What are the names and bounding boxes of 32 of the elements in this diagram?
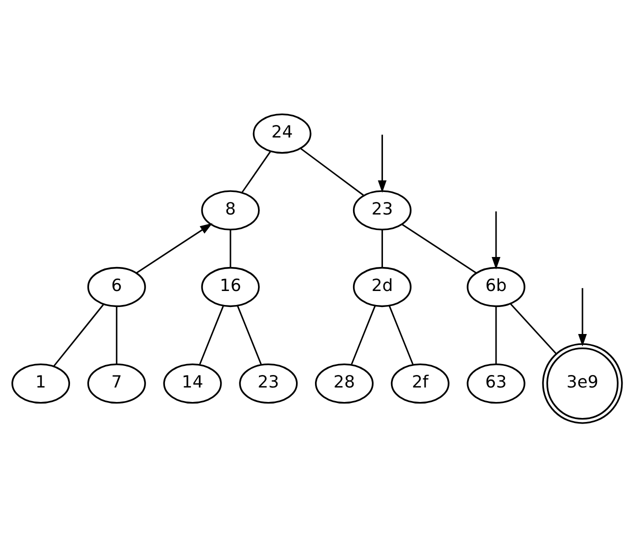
connector [236,305,262,364]
connector [402,223,476,273]
node-ellipse: 14 [163,362,222,404]
node-ellipse: 16 [201,266,260,307]
arrow [136,222,212,273]
arrow [492,210,500,269]
arrow [378,134,387,192]
node-circle: 3e9 [542,342,623,424]
node-ellipse: 63 [466,362,526,404]
connector [495,306,497,364]
node-ellipse: 2d [352,266,412,307]
connector [510,303,557,354]
connector [230,229,232,267]
connector [116,306,118,364]
node-ellipse: 2f [390,362,450,404]
node-ellipse: 1 [11,362,70,404]
node-ellipse: 8 [201,190,260,230]
connector [388,305,414,364]
connector [199,305,224,364]
connector [242,150,271,192]
arrow [578,288,587,346]
connector [53,304,104,366]
node-ellipse: 23 [239,362,298,404]
node-ellipse: 28 [314,362,374,404]
node-ellipse: 23 [352,190,412,230]
connector [350,305,376,364]
connector [300,148,364,196]
connector [381,229,383,267]
node-ellipse: 24 [252,113,312,154]
node-ellipse: 7 [87,362,146,404]
node-ellipse: 6 [87,266,146,307]
node-ellipse: 6b [466,266,526,307]
